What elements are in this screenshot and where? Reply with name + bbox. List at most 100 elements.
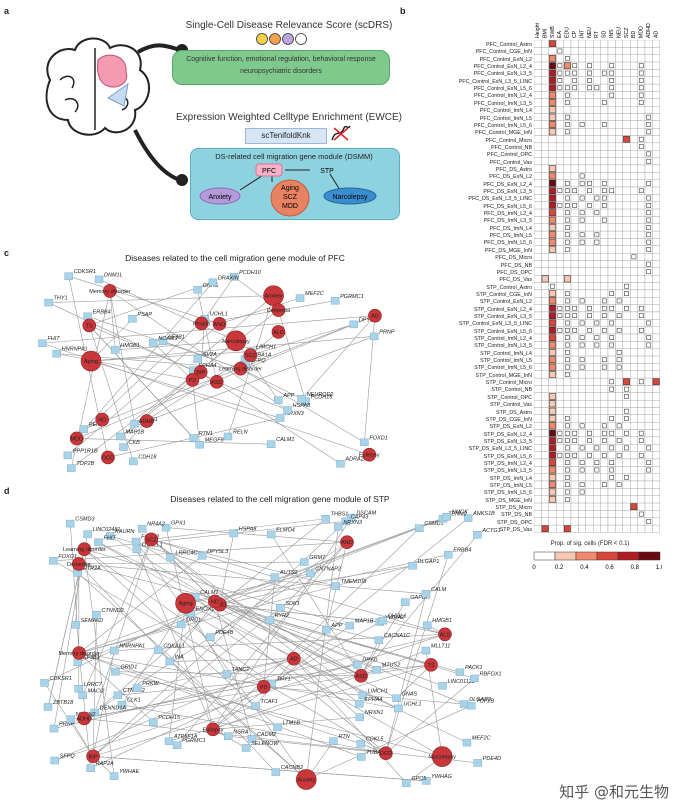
heatmap-cell xyxy=(630,326,638,335)
heatmap-cell xyxy=(534,466,542,474)
heatmap-row-label: PFC_DS_Micro xyxy=(495,255,532,262)
heatmap-cell xyxy=(570,407,579,415)
heatmap-cell xyxy=(585,40,594,48)
heatmap-cell xyxy=(630,245,638,254)
heatmap-cell xyxy=(593,245,601,254)
heatmap-cell xyxy=(593,429,601,438)
ewce-title: Expression Weighted Celltype Enrichment … xyxy=(176,112,403,123)
heatmap-mark xyxy=(549,496,556,503)
disease-label: PD xyxy=(189,378,197,384)
heatmap-cell xyxy=(607,363,616,371)
network-c: SF3B1PPP1R1BCKBUCHL1LIMCH1PCDH15ERBB4GNA… xyxy=(38,269,395,472)
heatmap-mark xyxy=(646,114,652,120)
heatmap-cell xyxy=(652,128,660,136)
heatmap-cell xyxy=(585,495,594,504)
heatmap-mark xyxy=(579,335,585,341)
network-edge xyxy=(185,573,311,604)
gene-label: DRD1 xyxy=(186,617,201,623)
network-edge xyxy=(76,438,272,445)
network-edge xyxy=(301,315,376,399)
heatmap-mark xyxy=(557,203,563,208)
heatmap-cell xyxy=(534,444,542,452)
heatmap-mark xyxy=(572,85,578,91)
heatmap-mark xyxy=(564,430,570,436)
network-edge xyxy=(385,593,427,754)
heatmap-cell xyxy=(622,128,631,136)
heatmap-row-label: STP_DS_ExN_L3_5 xyxy=(483,438,532,445)
heatmap-cell xyxy=(534,289,542,298)
heatmap-cell xyxy=(578,473,586,482)
heatmap-cell xyxy=(652,69,660,77)
heatmap-cell xyxy=(644,54,653,63)
heatmap-mark xyxy=(601,452,607,458)
heatmap-cell xyxy=(593,392,601,401)
heatmap-cell xyxy=(615,399,623,408)
disease-node xyxy=(80,350,102,372)
heatmap-cell xyxy=(607,135,616,144)
heatmap-cell xyxy=(593,275,601,283)
gene-node xyxy=(341,517,351,526)
heatmap-cell xyxy=(607,297,616,305)
heatmap-cell xyxy=(541,333,549,342)
network-edge xyxy=(263,620,383,688)
heatmap-cell xyxy=(630,466,638,474)
gene-node xyxy=(50,756,59,765)
heatmap-mark xyxy=(609,320,615,326)
heatmap-cell xyxy=(622,208,631,217)
heatmap-cell xyxy=(585,466,594,474)
heatmap-cell xyxy=(607,524,616,533)
heatmap-cell xyxy=(630,61,638,70)
gene-node xyxy=(117,700,127,709)
gene-label: UCHL1 xyxy=(210,312,228,318)
heatmap-cell xyxy=(534,282,542,291)
heatmap-row-label: STP_Control_ImN_L5_6 xyxy=(474,365,532,372)
heatmap-mark xyxy=(557,327,563,333)
heatmap-cell xyxy=(622,238,631,246)
heatmap-cell xyxy=(585,113,594,121)
heatmap-cell xyxy=(556,458,564,467)
disease-label: ANO xyxy=(341,540,354,546)
heatmap-mark xyxy=(564,100,570,105)
disease-node xyxy=(185,373,200,387)
gene-label: TENM2 xyxy=(448,512,467,518)
heatmap-cell xyxy=(578,399,586,408)
gene-label: DNM1L xyxy=(104,272,123,278)
heatmap-cell xyxy=(570,488,579,496)
disease-label: Dementia xyxy=(267,308,291,314)
network-edge xyxy=(250,324,354,356)
heatmap-cell xyxy=(652,524,660,533)
gene-node xyxy=(49,557,58,565)
heatmap-cell xyxy=(570,363,579,371)
heatmap-cell xyxy=(637,47,646,55)
network-edge xyxy=(212,527,420,730)
heatmap-mark xyxy=(609,467,615,473)
heatmap-cell xyxy=(593,414,601,423)
heatmap-cell xyxy=(615,458,623,467)
heatmap-cell xyxy=(570,355,579,364)
gene-node xyxy=(266,440,276,448)
heatmap-cell xyxy=(570,230,579,239)
heatmap-cell xyxy=(563,157,572,166)
heatmap-mark xyxy=(646,320,652,326)
gene-node xyxy=(130,420,139,428)
heatmap-mark xyxy=(587,63,592,69)
heatmap-mark xyxy=(638,92,644,98)
gene-node xyxy=(229,529,238,538)
legend-swatch xyxy=(617,551,640,561)
heatmap-mark xyxy=(579,489,585,495)
heatmap-cell xyxy=(600,157,609,166)
heatmap-cell xyxy=(615,135,623,144)
heatmap-cell xyxy=(593,473,601,482)
heatmap-cell xyxy=(637,179,646,188)
heatmap-cell xyxy=(615,252,623,261)
heatmap-cell xyxy=(534,128,542,136)
heatmap-cell xyxy=(637,289,646,298)
heatmap-mark xyxy=(579,320,585,326)
heatmap-cell xyxy=(563,260,572,268)
heatmap-cell xyxy=(637,157,646,166)
heatmap-cell xyxy=(607,40,616,48)
heatmap-cell xyxy=(600,54,609,63)
heatmap-mark xyxy=(564,489,570,495)
heatmap-cell xyxy=(600,267,609,276)
